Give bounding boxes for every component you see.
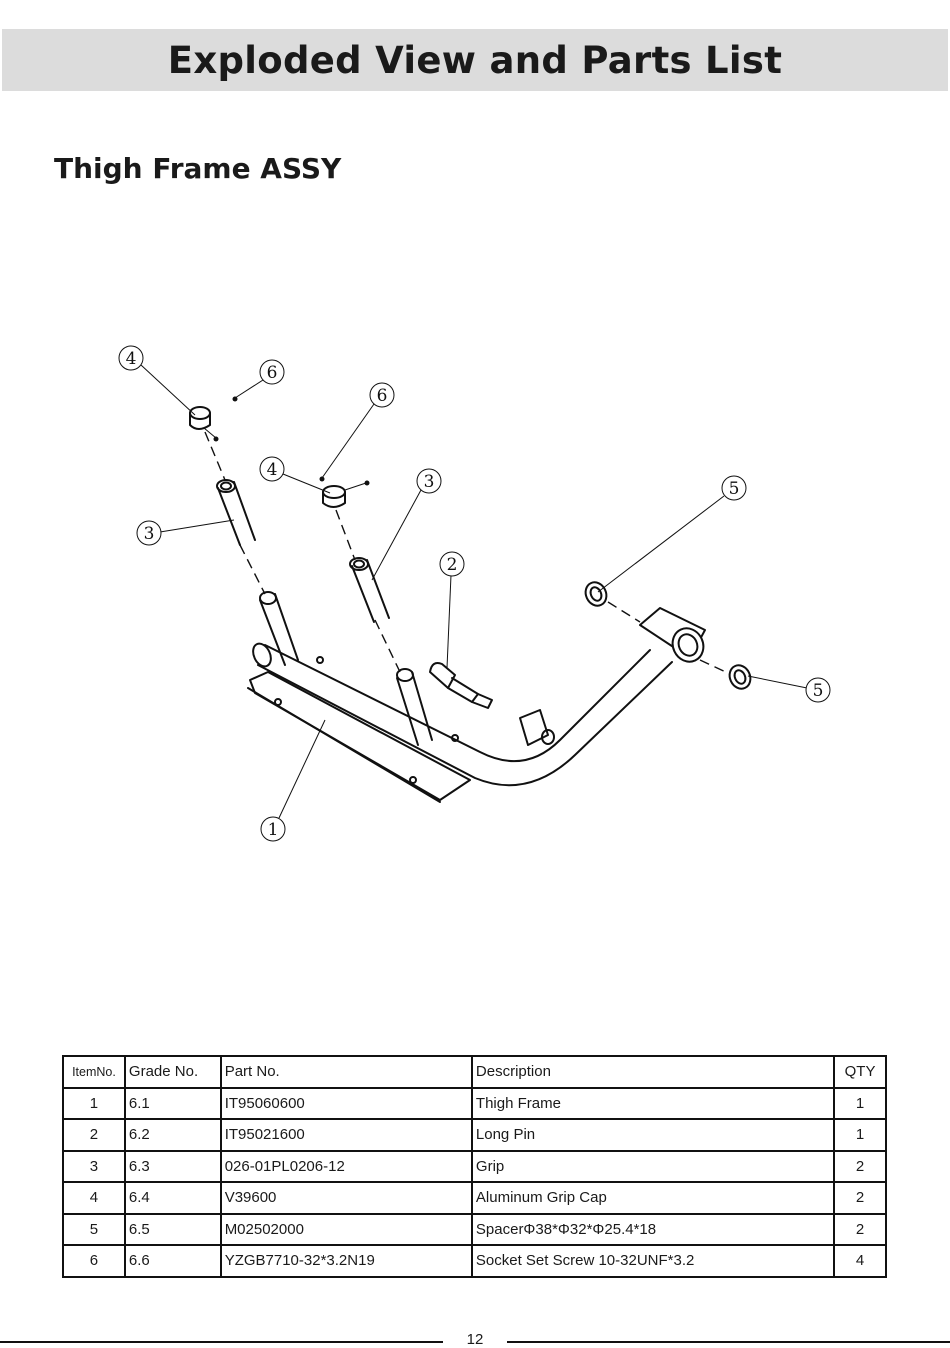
grip-right — [349, 557, 390, 623]
callout-circle-6a — [259, 359, 285, 385]
callout-circle-1 — [260, 816, 286, 842]
cell-item-no: 6 — [62, 1244, 126, 1278]
cell-grade-no: 6.4 — [123, 1181, 222, 1215]
cell-description: Aluminum Grip Cap — [470, 1181, 836, 1215]
cell-grade-no: 6.3 — [123, 1149, 222, 1183]
cell-grade-no: 6.6 — [123, 1244, 222, 1278]
base-plate — [247, 671, 471, 803]
callout-circle-5a — [721, 475, 747, 501]
callout-label-1: 1 — [268, 820, 279, 840]
grip-left — [216, 479, 256, 546]
table-row: 6 6.6 YZGB7710-32*3.2N19 Socket Set Scre… — [62, 1244, 887, 1278]
cell-part-no: V39600 — [219, 1181, 473, 1215]
header-grade-no: Grade No. — [123, 1055, 222, 1089]
callout-circle-3b — [416, 468, 442, 494]
callout-label-5b: 5 — [813, 681, 824, 701]
page-number: 12 — [466, 1331, 484, 1348]
long-pin — [429, 662, 493, 709]
callout-label-4b: 4 — [267, 460, 278, 480]
header-band: Exploded View and Parts List — [2, 29, 948, 91]
cell-part-no: 026-01PL0206-12 — [219, 1149, 473, 1183]
callout-circle-4a — [118, 345, 144, 371]
cell-item-no: 2 — [62, 1118, 126, 1152]
cell-grade-no: 6.2 — [123, 1118, 222, 1152]
callout-label-6b: 6 — [377, 386, 388, 406]
cell-part-no: IT95021600 — [219, 1118, 473, 1152]
cell-description: Thigh Frame — [470, 1086, 836, 1120]
cell-qty: 1 — [833, 1118, 887, 1152]
cell-qty: 1 — [833, 1086, 887, 1120]
callout-label-2: 2 — [447, 555, 458, 575]
cell-item-no: 5 — [62, 1212, 126, 1246]
section-title: Thigh Frame ASSY — [54, 152, 342, 185]
header-item-no: ItemNo. — [62, 1055, 126, 1089]
table-row: 1 6.1 IT95060600 Thigh Frame 1 — [62, 1086, 887, 1120]
callout-circle-6b — [369, 382, 395, 408]
cell-qty: 4 — [833, 1244, 887, 1278]
cell-grade-no: 6.1 — [123, 1086, 222, 1120]
cell-qty: 2 — [833, 1181, 887, 1215]
callout-label-3a: 3 — [144, 524, 155, 544]
cell-item-no: 3 — [62, 1149, 126, 1183]
footer-divider-right — [507, 1341, 950, 1343]
parts-list-table: ItemNo. Grade No. Part No. Description Q… — [62, 1055, 887, 1278]
page-title: Exploded View and Parts List — [167, 38, 783, 82]
callout-circle-5b — [805, 677, 831, 703]
cell-part-no: M02502000 — [219, 1212, 473, 1246]
table-row: 4 6.4 V39600 Aluminum Grip Cap 2 — [62, 1181, 887, 1215]
cell-item-no: 4 — [62, 1181, 126, 1215]
exploded-view-diagram: 4 6 6 4 3 3 2 5 5 1 — [118, 345, 831, 842]
spacers — [584, 581, 752, 690]
callout-label-4a: 4 — [126, 349, 137, 369]
upright-posts — [259, 591, 433, 746]
cell-qty: 2 — [833, 1149, 887, 1183]
cell-item-no: 1 — [62, 1086, 126, 1120]
header-qty: QTY — [833, 1055, 887, 1089]
thigh-frame-tube — [252, 607, 706, 787]
cell-grade-no: 6.5 — [123, 1212, 222, 1246]
table-row: 5 6.5 M02502000 SpacerΦ38*Φ32*Φ25.4*18 2 — [62, 1212, 887, 1246]
cell-description: Grip — [470, 1149, 836, 1183]
header-part-no: Part No. — [219, 1055, 473, 1089]
callout-circle-3a — [136, 520, 162, 546]
header-description: Description — [470, 1055, 836, 1089]
callout-label-3b: 3 — [424, 472, 435, 492]
footer-divider-left — [0, 1341, 443, 1343]
callout-circle-2 — [439, 551, 465, 577]
grip-caps — [189, 406, 346, 508]
leader-lines — [140, 364, 808, 819]
cell-qty: 2 — [833, 1212, 887, 1246]
cell-description: Long Pin — [470, 1118, 836, 1152]
table-row: 2 6.2 IT95021600 Long Pin 1 — [62, 1118, 887, 1152]
callout-circle-4b — [259, 456, 285, 482]
callout-label-6a: 6 — [267, 363, 278, 383]
table-row: 3 6.3 026-01PL0206-12 Grip 2 — [62, 1149, 887, 1183]
cell-description: Socket Set Screw 10-32UNF*3.2 — [470, 1244, 836, 1278]
table-header-row: ItemNo. Grade No. Part No. Description Q… — [62, 1055, 887, 1089]
callout-label-5a: 5 — [729, 479, 740, 499]
cell-part-no: YZGB7710-32*3.2N19 — [219, 1244, 473, 1278]
assembly-lines — [204, 431, 731, 675]
screw-dots — [213, 396, 370, 486]
cell-part-no: IT95060600 — [219, 1086, 473, 1120]
cell-description: SpacerΦ38*Φ32*Φ25.4*18 — [470, 1212, 836, 1246]
